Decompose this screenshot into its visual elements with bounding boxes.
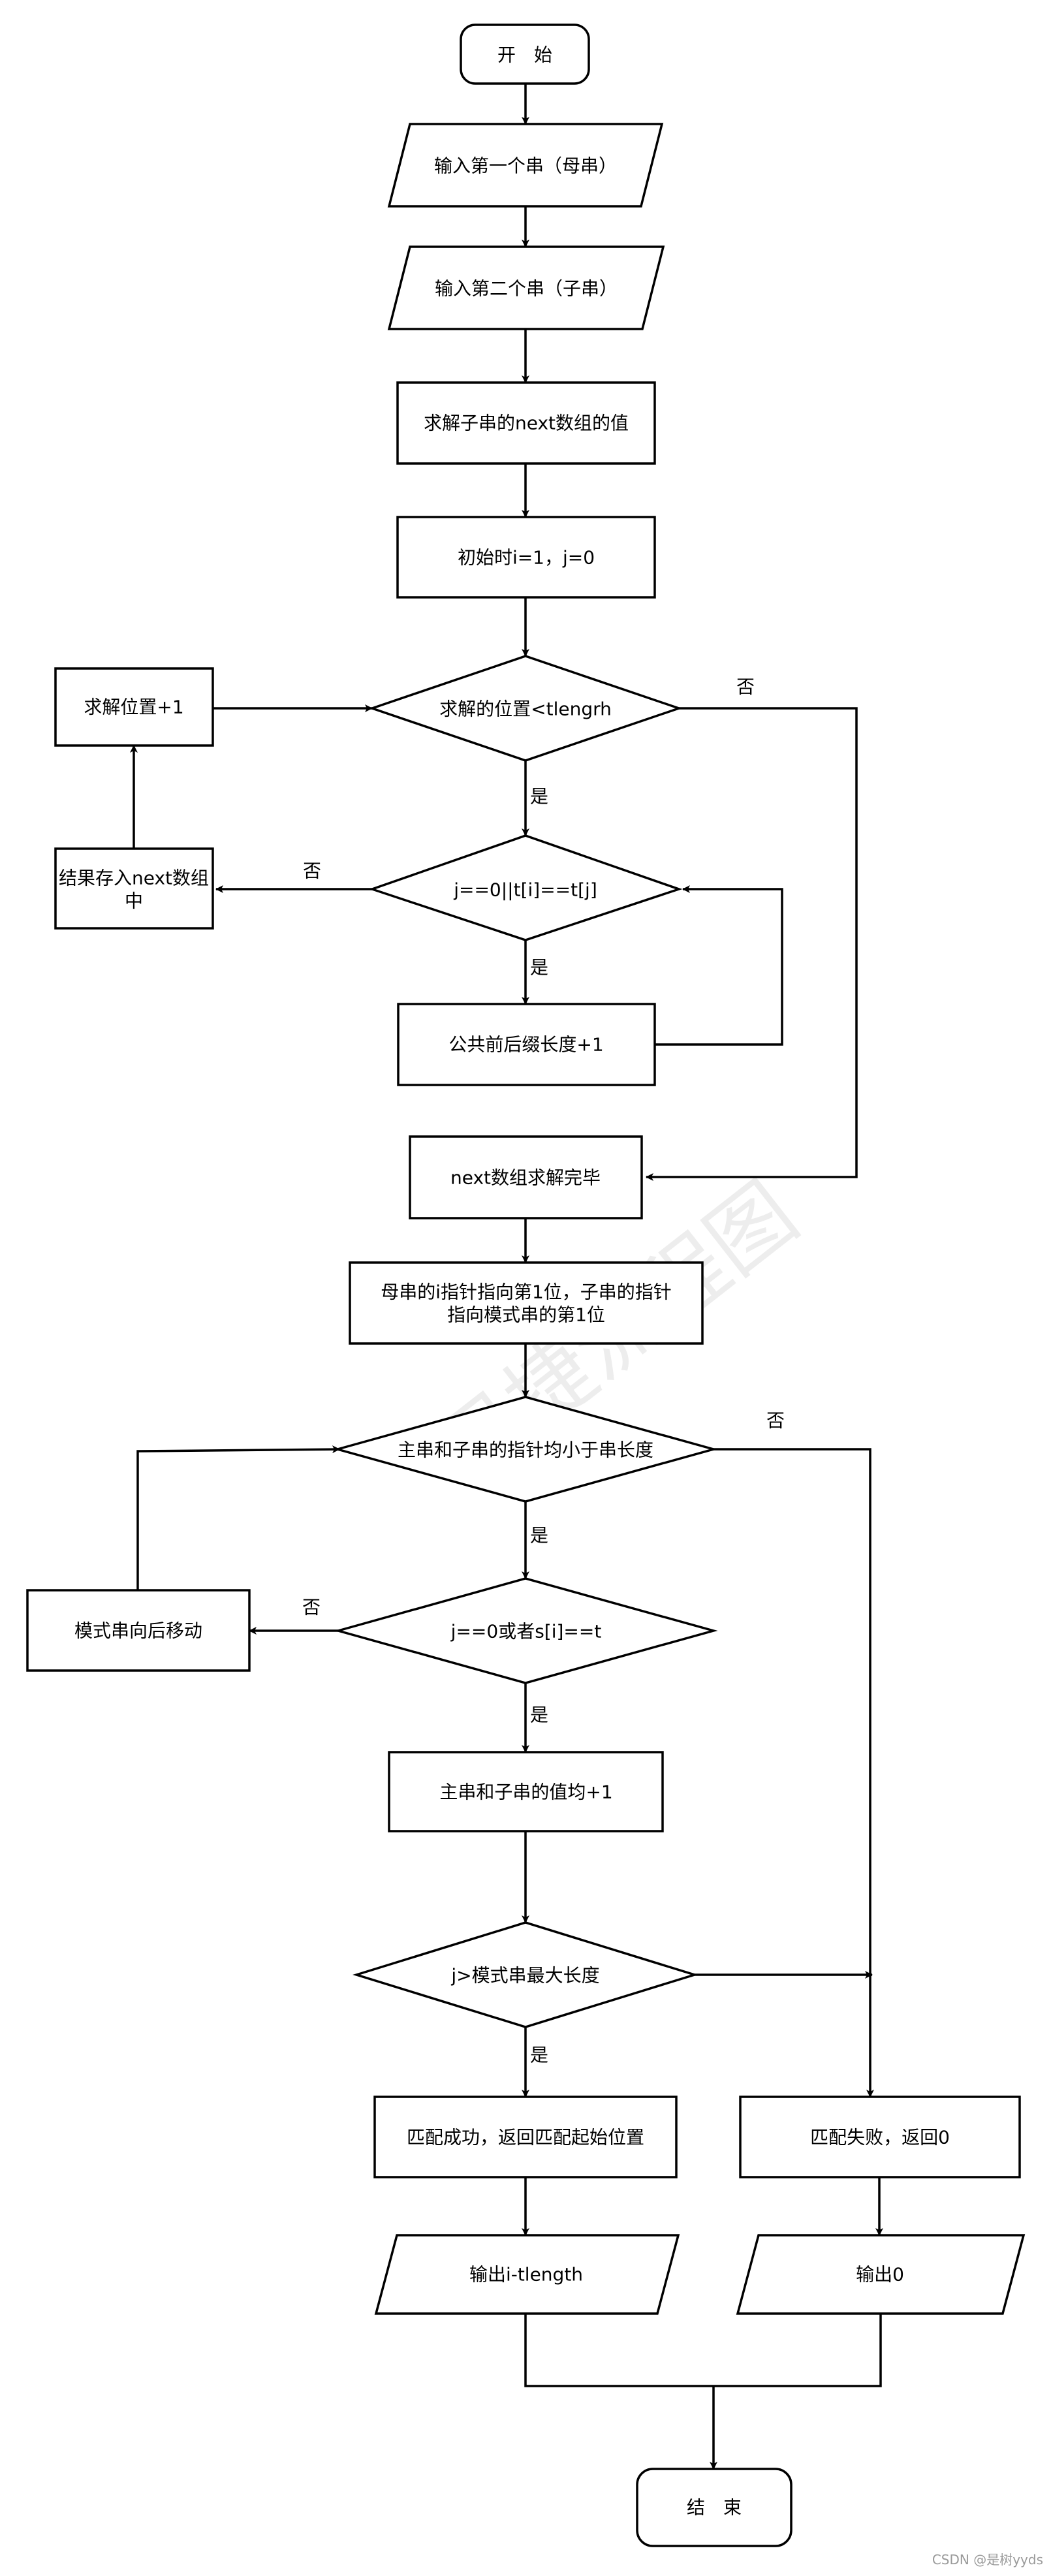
success-node <box>373 2096 678 2178</box>
compute-next-label: 求解子串的next数组的值 <box>424 413 629 434</box>
store-next-node <box>54 847 214 930</box>
store-next-label-line1: 结果存入next数组 <box>59 868 209 889</box>
pointers-label-line2: 指向模式串的第1位 <box>447 1304 605 1326</box>
cond-match-decision <box>334 1577 718 1684</box>
edge-cond-len-no-fail <box>714 1448 874 2097</box>
credit-text: CSDN @是树yyds <box>932 2552 1043 2568</box>
prefix-inc-node <box>397 1003 656 1086</box>
both-inc-label: 主串和子串的值均+1 <box>439 1782 612 1803</box>
cond-pos-decision <box>368 655 683 762</box>
fail-node <box>739 2096 1021 2178</box>
input-main-label: 输入第一个串（母串） <box>434 155 617 177</box>
prefix-inc-label: 公共前后缀长度+1 <box>448 1034 603 1056</box>
edge-prefix-inc-loop <box>655 885 783 1046</box>
cond-pos-label: 求解的位置<tlengrh <box>439 699 612 720</box>
shift-pattern-node <box>26 1589 251 1672</box>
pos-inc-label: 求解位置+1 <box>84 697 183 718</box>
pointers-node <box>349 1261 704 1345</box>
next-done-label: next数组求解完毕 <box>450 1167 601 1189</box>
label-yes-cond-max: 是 <box>530 2045 548 2066</box>
output-fail-node <box>736 2234 1026 2315</box>
end-node <box>636 2468 792 2547</box>
cond-max-decision <box>353 1921 698 2028</box>
edge-cond-pos-no-next-done <box>646 707 858 1181</box>
success-label: 匹配成功，返回匹配起始位置 <box>407 2127 644 2148</box>
input-main-node <box>387 123 664 208</box>
next-done-node <box>409 1135 643 1219</box>
cond-max-label: j>模式串最大长度 <box>450 1965 599 1987</box>
output-fail-label: 输出0 <box>856 2264 904 2285</box>
shift-pattern-label: 模式串向后移动 <box>74 1620 202 1642</box>
compute-next-node <box>396 381 656 465</box>
input-sub-node <box>387 245 665 330</box>
pointers-label-line1: 母串的i指针指向第1位，子串的指针 <box>381 1281 672 1303</box>
label-no-cond-match: 否 <box>302 1597 321 1618</box>
label-no-cond-len: 否 <box>766 1410 785 1432</box>
start-node <box>460 24 590 85</box>
label-yes-cond-pos: 是 <box>530 786 548 808</box>
init-label: 初始时i=1，j=0 <box>458 547 595 569</box>
input-sub-label: 输入第二个串（子串） <box>435 278 618 300</box>
output-success-node <box>374 2234 680 2315</box>
both-inc-node <box>388 1751 664 1832</box>
end-label: 结 束 <box>687 2497 742 2519</box>
label-yes-cond-match: 是 <box>530 1704 548 1726</box>
label-yes-cond-j: 是 <box>530 957 548 979</box>
fail-label: 匹配失败，返回0 <box>810 2127 950 2148</box>
cond-len-decision <box>333 1396 718 1503</box>
start-label: 开 始 <box>497 44 552 66</box>
edge-shift-cond-len <box>136 1445 340 1590</box>
output-success-label: 输出i-tlength <box>469 2264 583 2285</box>
store-next-label-line2: 中 <box>125 890 143 912</box>
pos-inc-node <box>54 667 214 747</box>
edge-outputs-merge <box>524 2314 882 2387</box>
label-yes-cond-len: 是 <box>530 1525 548 1547</box>
cond-match-label: j==0或者s[i]==t <box>450 1621 602 1642</box>
cond-len-label: 主串和子串的指针均小于串长度 <box>398 1439 653 1461</box>
label-no-cond-pos: 否 <box>736 676 755 698</box>
cond-j-decision <box>368 834 683 941</box>
cond-j-label: j==0||t[i]==t[j] <box>453 879 597 901</box>
label-no-cond-j: 否 <box>303 860 321 882</box>
init-node <box>396 516 656 599</box>
